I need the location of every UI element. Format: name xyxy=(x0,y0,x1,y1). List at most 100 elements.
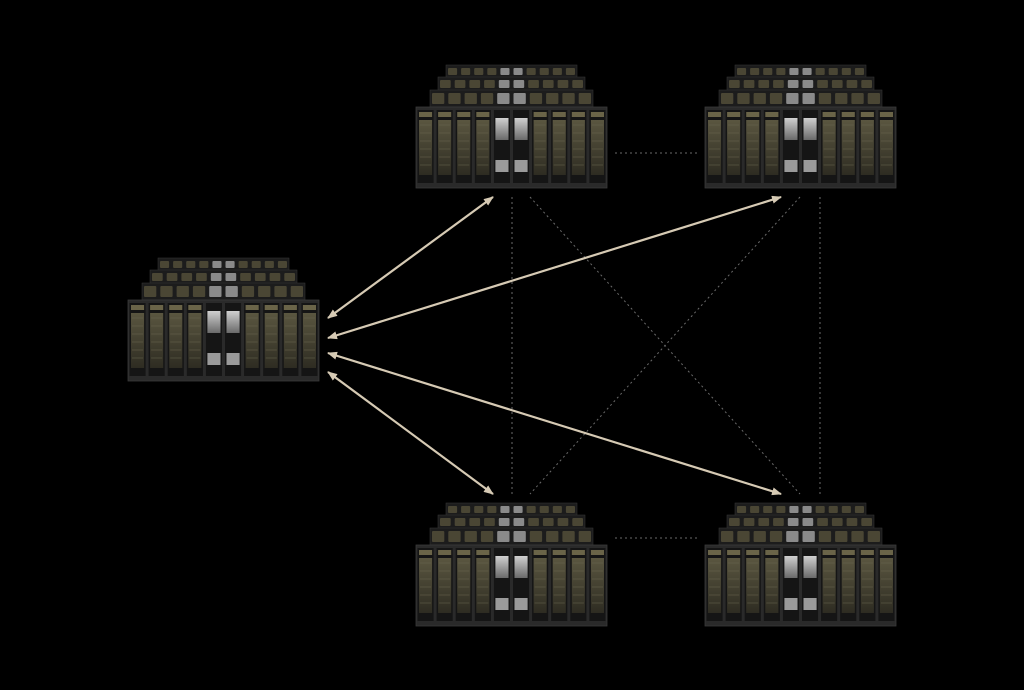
server-rack-left xyxy=(127,257,320,382)
tier-slot xyxy=(448,93,461,104)
tier-slot xyxy=(225,261,235,268)
dotted-links xyxy=(511,152,821,539)
gpu-tray xyxy=(765,120,779,175)
gpu-tray xyxy=(727,120,741,175)
arrows xyxy=(327,195,782,496)
arrow-left-top-right xyxy=(327,195,782,340)
tier-slot xyxy=(729,80,740,88)
tier-slot xyxy=(789,68,799,75)
tier-slot xyxy=(440,518,451,526)
gpu-handle xyxy=(438,112,452,117)
tier-slot xyxy=(528,518,539,526)
tier-slot xyxy=(498,80,510,88)
gpu-tray xyxy=(476,558,490,613)
tier-slot xyxy=(487,68,497,75)
gpu-tray xyxy=(746,120,760,175)
tier-slot xyxy=(565,68,575,75)
tier-slot xyxy=(787,518,799,526)
gpu-handle xyxy=(245,305,259,310)
tier-slot xyxy=(513,531,526,542)
gpu-handle xyxy=(264,305,278,310)
gpu-handle xyxy=(746,112,760,117)
switch-panel xyxy=(784,160,798,172)
tier-slot xyxy=(817,518,828,526)
gpu-tray xyxy=(419,120,433,175)
tier-slot xyxy=(758,518,770,526)
gpu-handle xyxy=(765,550,779,555)
tier-slot xyxy=(484,518,495,526)
tier-slot xyxy=(546,531,559,542)
racks xyxy=(127,64,897,627)
tier-slot xyxy=(269,273,281,281)
tier-slot xyxy=(542,518,554,526)
tier-slot xyxy=(474,506,484,513)
tier-slot xyxy=(854,506,864,513)
tier-slot xyxy=(144,286,157,297)
tier-slot xyxy=(851,93,864,104)
tier-slot xyxy=(552,506,562,513)
tier-slot xyxy=(497,93,510,104)
tier-slot xyxy=(831,80,843,88)
tier-slot xyxy=(557,80,569,88)
tier-slot xyxy=(828,506,838,513)
gpu-tray xyxy=(590,558,604,613)
switch-panel xyxy=(495,556,509,578)
gpu-handle xyxy=(708,112,722,117)
tier-slot xyxy=(776,68,786,75)
tier-slot xyxy=(166,273,178,281)
server-rack-top-middle xyxy=(415,64,608,189)
switch-panel xyxy=(226,311,240,333)
gpu-tray xyxy=(457,558,471,613)
tier-slot xyxy=(173,261,183,268)
gpu-tray xyxy=(150,313,164,368)
tier-slot xyxy=(562,531,575,542)
tier-slot xyxy=(818,531,832,542)
gpu-tray xyxy=(860,120,874,175)
arrow-left-bottom-middle xyxy=(327,371,494,495)
tier-slot xyxy=(802,531,815,542)
switch-panel xyxy=(207,311,221,333)
gpu-handle xyxy=(727,550,741,555)
gpu-tray xyxy=(533,558,547,613)
gpu-tray xyxy=(822,558,836,613)
gpu-handle xyxy=(590,112,604,117)
gpu-tray xyxy=(438,558,452,613)
switch-panel xyxy=(514,160,528,172)
tier-slot xyxy=(737,68,747,75)
server-rack-bottom-right xyxy=(704,502,897,627)
tier-slot xyxy=(753,93,766,104)
tier-slot xyxy=(454,518,466,526)
gpu-handle xyxy=(822,112,836,117)
tier-slot xyxy=(861,80,872,88)
tier-slot xyxy=(851,531,864,542)
gpu-tray xyxy=(708,558,722,613)
tier-slot xyxy=(240,273,251,281)
tier-slot xyxy=(729,518,740,526)
gpu-tray xyxy=(841,558,855,613)
tier-slot xyxy=(469,518,481,526)
gpu-handle xyxy=(571,112,585,117)
tier-slot xyxy=(867,531,880,542)
gpu-tray xyxy=(590,120,604,175)
tier-slot xyxy=(578,93,591,104)
tier-slot xyxy=(454,80,466,88)
tier-slot xyxy=(181,273,193,281)
tier-slot xyxy=(461,506,471,513)
tier-slot xyxy=(818,93,832,104)
tier-slot xyxy=(737,531,750,542)
tier-slot xyxy=(737,506,747,513)
gpu-handle xyxy=(879,550,893,555)
switch-panel xyxy=(495,598,509,610)
gpu-tray xyxy=(131,313,145,368)
switch-panel xyxy=(784,598,798,610)
gpu-handle xyxy=(131,305,145,310)
gpu-handle xyxy=(746,550,760,555)
tier-slot xyxy=(274,286,287,297)
switch-panel xyxy=(784,118,798,140)
tier-slot xyxy=(802,93,815,104)
tier-slot xyxy=(225,273,237,281)
gpu-tray xyxy=(245,313,259,368)
tier-slot xyxy=(802,518,814,526)
tier-slot xyxy=(763,68,773,75)
